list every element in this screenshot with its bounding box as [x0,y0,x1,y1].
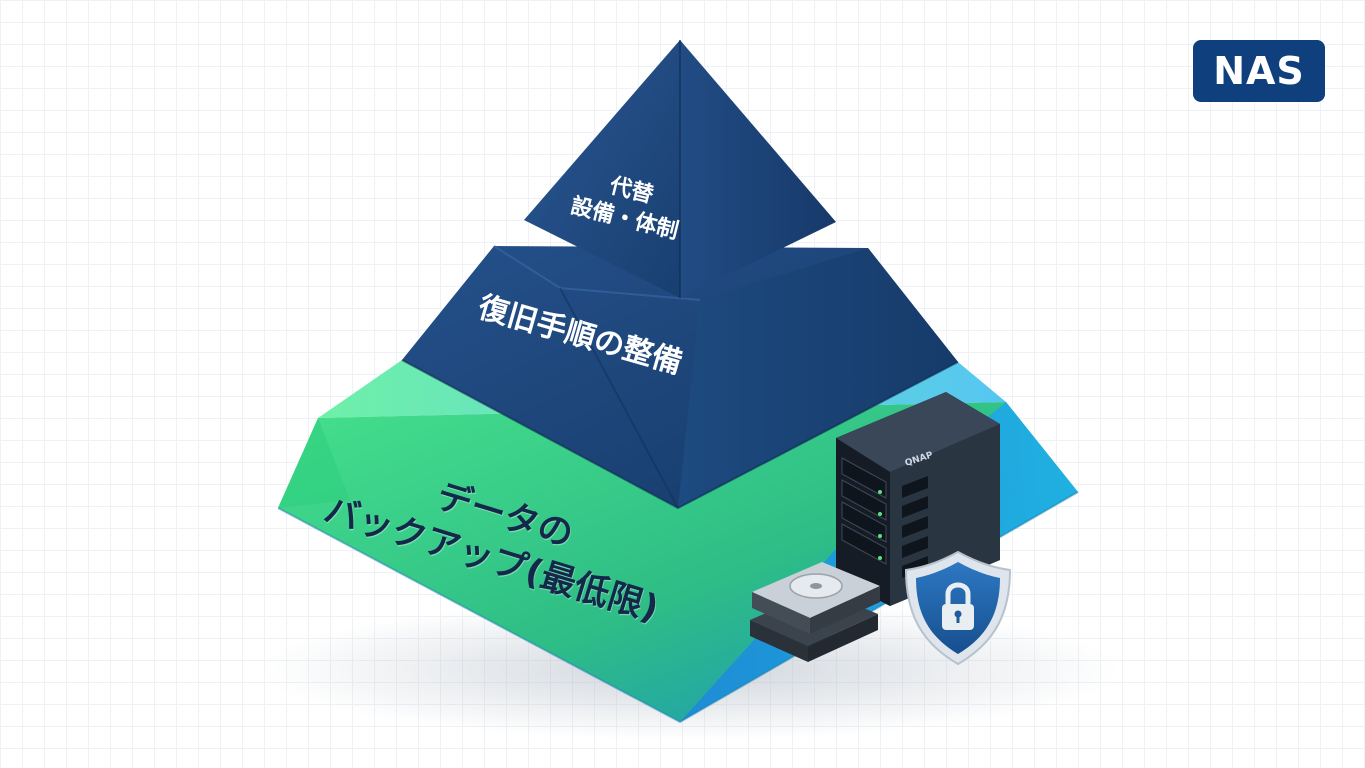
tier-top-shape [524,40,836,298]
shield-lock-icon [904,550,1012,666]
hard-disk-icon [750,562,880,662]
nas-server-icon: QNAP [836,392,1000,606]
nas-badge: NAS [1193,40,1325,102]
tier-middle-shape [401,245,959,510]
